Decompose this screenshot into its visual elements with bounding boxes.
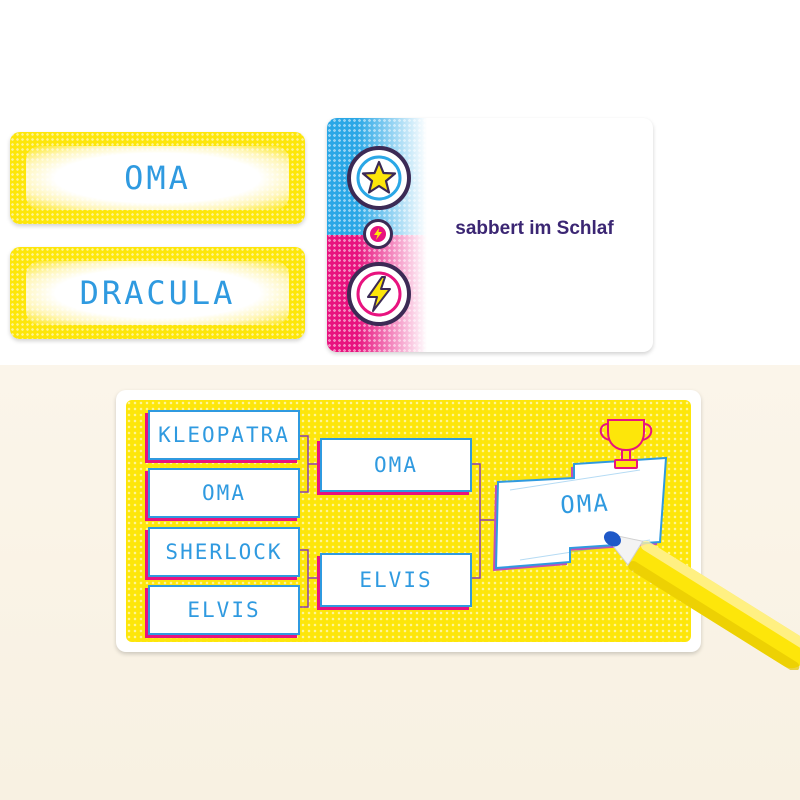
- name-card-dracula[interactable]: DRACULA: [10, 247, 305, 339]
- trait-card[interactable]: sabbert im Schlaf: [327, 118, 653, 352]
- trophy-icon: [599, 419, 653, 469]
- lightning-badge-icon: [347, 262, 411, 326]
- bracket-slot-round2[interactable]: ELVIS: [320, 553, 472, 607]
- halftone-pattern: [10, 132, 305, 224]
- name-card-label: OMA: [124, 159, 191, 197]
- lightning-icon: [363, 219, 393, 249]
- bracket-slot-round2[interactable]: OMA: [320, 438, 472, 492]
- halftone-pattern: [10, 247, 305, 339]
- name-card-label: DRACULA: [79, 274, 236, 312]
- name-card-oma[interactable]: OMA: [10, 132, 305, 224]
- bracket-slot-round1[interactable]: ELVIS: [148, 585, 300, 635]
- trait-text: sabbert im Schlaf: [455, 218, 614, 239]
- bracket-slot-round1[interactable]: OMA: [148, 468, 300, 518]
- bracket-slot-round1[interactable]: SHERLOCK: [148, 527, 300, 577]
- star-icon: [347, 146, 411, 210]
- bracket-slot-round1[interactable]: KLEOPATRA: [148, 410, 300, 460]
- marker-pen-icon: [603, 531, 800, 670]
